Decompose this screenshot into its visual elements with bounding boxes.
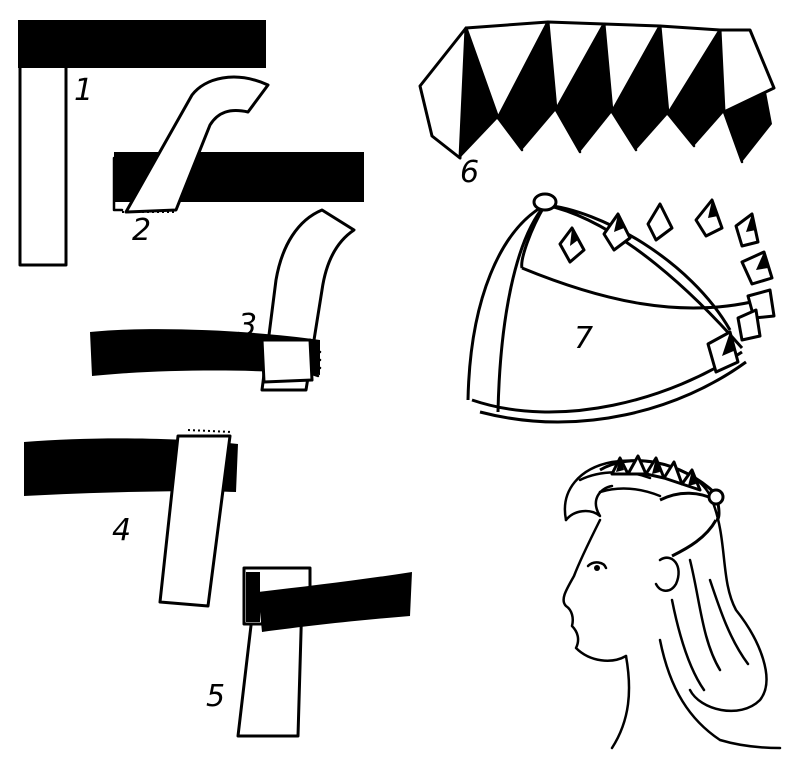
step-1-black-band	[18, 20, 266, 68]
step-4-dotted-fold	[187, 429, 233, 433]
step-5-label: 5	[206, 679, 225, 714]
step-5-back-loop-shade	[246, 572, 260, 622]
step-6-pleats	[418, 20, 776, 164]
step-3-label: 3	[238, 308, 257, 343]
step-2-band-white-edge	[112, 156, 124, 212]
hair-outline	[563, 459, 768, 713]
step-1-figure	[18, 20, 266, 267]
step-2-label: 2	[132, 213, 151, 248]
step-4-label: 4	[112, 513, 131, 548]
step-4-figure	[24, 429, 238, 608]
step-7-frame-ribs	[466, 203, 761, 424]
ear	[654, 556, 680, 592]
step-4-white-strip	[158, 434, 232, 608]
neck-shoulder	[610, 638, 782, 750]
step-2-white-strip	[124, 75, 270, 214]
step-7-figure	[466, 192, 776, 424]
step-3-wrap-lines	[310, 340, 322, 378]
step-6-figure	[418, 20, 776, 164]
worn-cap-trim	[610, 454, 702, 492]
step-6-label: 6	[460, 155, 479, 190]
step-1-label: 1	[74, 73, 93, 108]
face-profile	[562, 518, 628, 662]
girl-profile-figure	[562, 454, 782, 750]
eye-pupil	[594, 565, 600, 571]
step-1-white-strip	[18, 28, 68, 267]
eye	[586, 561, 608, 570]
step-7-top-knob	[532, 192, 558, 212]
step-3-wrap-end	[260, 338, 314, 384]
step-5-figure	[236, 566, 412, 738]
step-3-figure	[90, 208, 356, 392]
step-2-figure	[112, 75, 364, 214]
worn-cap-knob	[707, 488, 725, 506]
step-5-black-band	[258, 572, 412, 632]
step-7-pleated-trim	[558, 198, 776, 374]
step-7-label: 7	[574, 321, 593, 356]
